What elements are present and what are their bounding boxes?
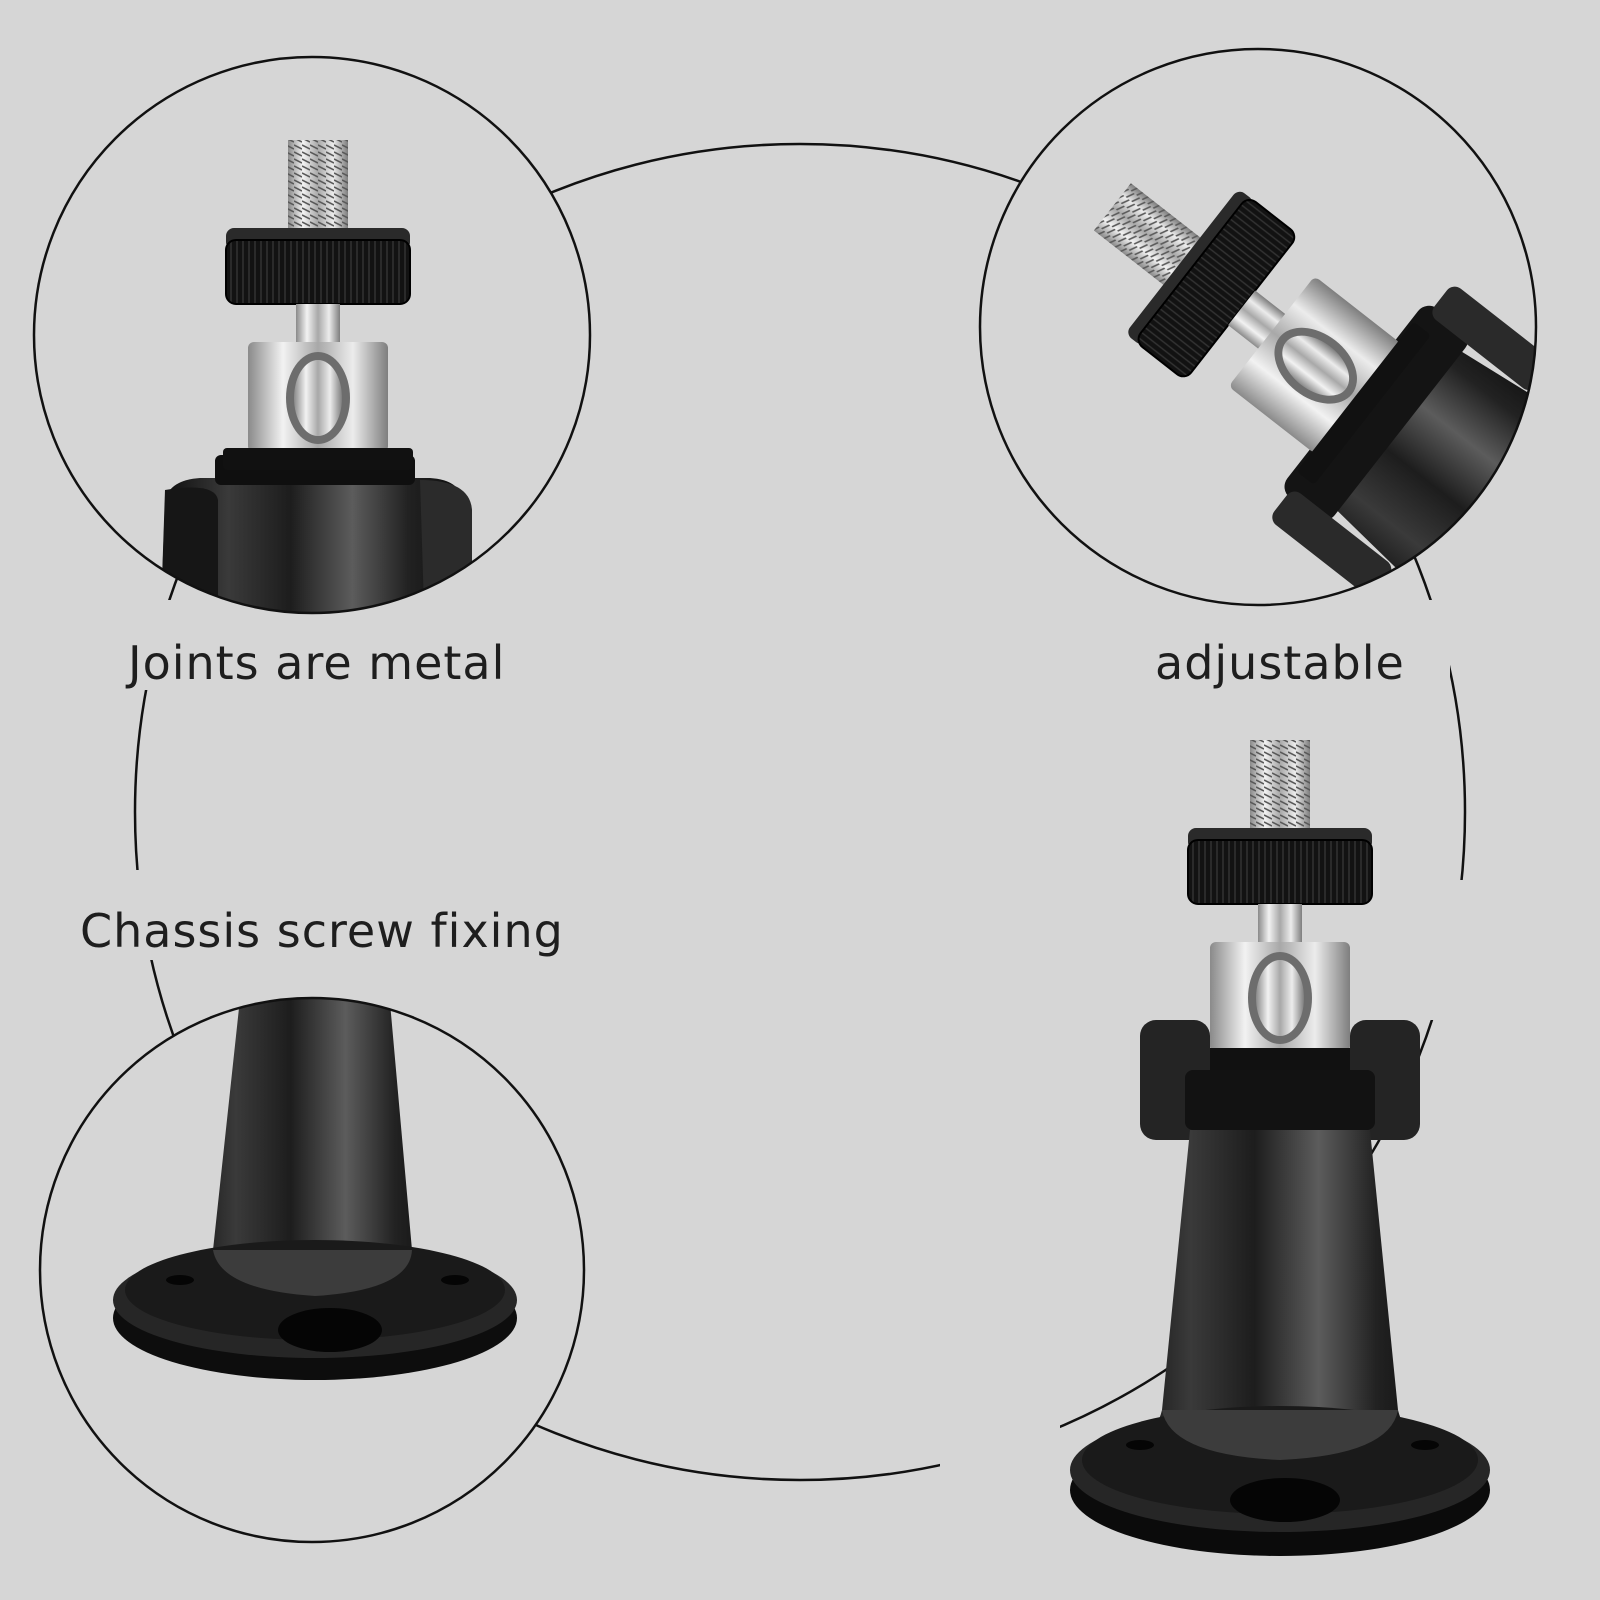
metal-joint-closeup (32, 55, 592, 615)
base-closeup (38, 996, 586, 1544)
chassis-callout: Chassis screw fixing (80, 904, 564, 958)
joints-callout: Joints are metal (128, 636, 506, 690)
full-mount (1070, 739, 1490, 1556)
adjustable-callout: adjustable (1155, 636, 1405, 690)
